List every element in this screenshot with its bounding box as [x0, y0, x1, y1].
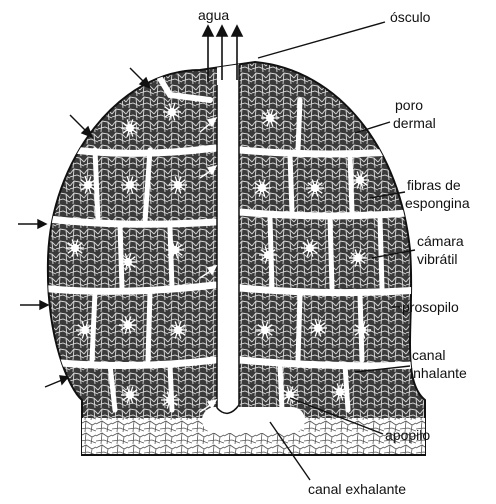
label-apopyle: apopilo — [385, 427, 430, 443]
label-water: agua — [198, 7, 229, 23]
label-spongin-1: fibras de — [407, 177, 461, 193]
label-prosopyle: prosopilo — [402, 299, 459, 315]
canal-right-2 — [240, 212, 420, 216]
label-chamber-1: cámara — [417, 233, 464, 249]
label-inhalant-2: inhalante — [410, 365, 467, 381]
label-dermal-pore-1: poro — [395, 97, 423, 113]
label-spongin-2: espongina — [405, 195, 470, 211]
label-osculum: ósculo — [390, 9, 431, 25]
label-dermal-pore-2: dermal — [393, 115, 436, 131]
leader-osculum — [258, 22, 385, 58]
label-inhalant-1: canal — [412, 347, 445, 363]
label-chamber-2: vibrátil — [417, 251, 457, 267]
canal-right-1 — [240, 150, 420, 154]
label-exhalant-canal: canal exhalante — [308, 481, 406, 497]
